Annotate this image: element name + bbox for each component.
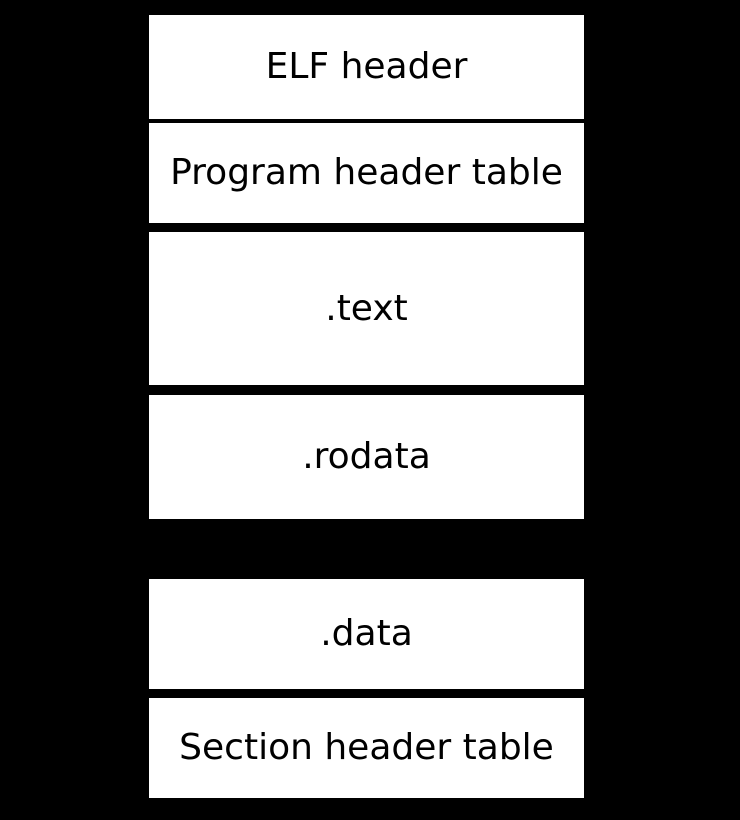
text-section-box: .text (149, 232, 584, 385)
program-header-table-label: Program header table (170, 152, 563, 193)
elf-header-box: ELF header (149, 15, 584, 119)
text-section-label: .text (325, 287, 408, 329)
rodata-section-label: .rodata (302, 436, 431, 477)
data-section-box: .data (149, 579, 584, 689)
section-header-table-label: Section header table (179, 727, 554, 768)
program-header-table-box: Program header table (149, 123, 584, 223)
section-header-table-box: Section header table (149, 698, 584, 798)
data-section-label: .data (320, 613, 413, 654)
rodata-section-box: .rodata (149, 395, 584, 519)
elf-header-label: ELF header (265, 46, 468, 87)
